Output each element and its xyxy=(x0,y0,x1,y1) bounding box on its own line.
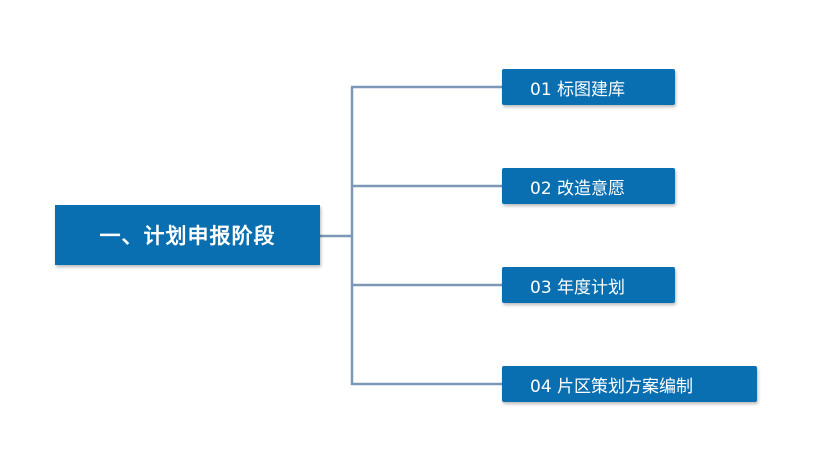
child-node-4: 04 片区策划方案编制 xyxy=(502,366,757,402)
child-node-1: 01 标图建库 xyxy=(502,69,675,105)
child-node-3: 03 年度计划 xyxy=(502,267,675,303)
root-node-label: 一、计划申报阶段 xyxy=(99,224,276,248)
root-node: 一、计划申报阶段 xyxy=(55,205,320,265)
child-node-label: 04 片区策划方案编制 xyxy=(530,376,694,397)
child-node-label: 01 标图建库 xyxy=(530,79,626,100)
child-node-2: 02 改造意愿 xyxy=(502,168,675,204)
child-node-label: 02 改造意愿 xyxy=(530,178,626,199)
child-node-label: 03 年度计划 xyxy=(530,277,626,298)
